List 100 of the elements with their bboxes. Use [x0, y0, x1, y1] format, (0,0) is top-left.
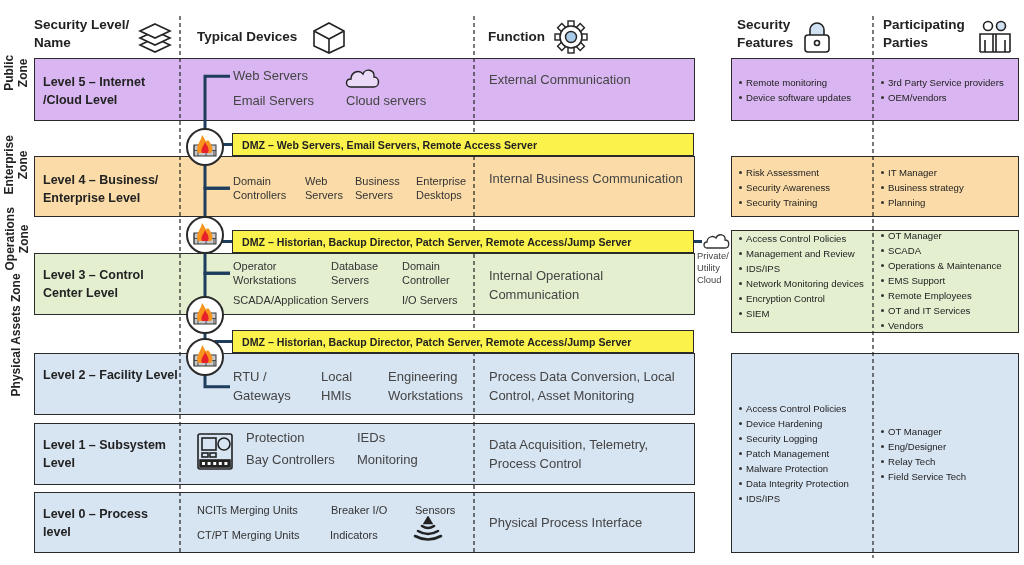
security-panel [731, 353, 1019, 553]
device-label: Engineering Workstations [388, 368, 464, 405]
device-label: Protection [246, 429, 306, 447]
device-label: NCITs Merging Units [197, 503, 299, 518]
device-label: Web Servers [233, 64, 333, 89]
connector-line [694, 240, 702, 243]
feature-item: Malware Protection [738, 461, 872, 476]
security-panel [731, 230, 1019, 333]
party-item: OT Manager [880, 228, 1018, 243]
dmz-bar: DMZ – Web Servers, Email Servers, Remote Access Server [232, 133, 694, 156]
feature-item: IDS/IPS [738, 261, 872, 276]
party-item: Field Service Tech [880, 469, 1018, 484]
level-name: Level 5 – Internet /Cloud Level [43, 74, 147, 110]
device-label: Cloud servers [346, 92, 428, 110]
device-label: Indicators [330, 528, 379, 543]
connector-line [203, 375, 230, 389]
party-item: 3rd Party Service providers [880, 75, 1018, 90]
security-panel [731, 156, 1019, 217]
feature-item: Remote monitoring [738, 75, 872, 90]
column-header: Security Level/ Name [34, 16, 131, 52]
level-band [34, 423, 695, 485]
level-name: Level 0 – Process level [43, 506, 149, 542]
party-item: SCADA [880, 243, 1018, 258]
device-label: Local HMIs [321, 368, 354, 405]
party-item: Vendors [880, 318, 1018, 333]
zone-label: Public Zone [3, 53, 31, 93]
level-band [34, 253, 695, 315]
party-item: Eng/Designer [880, 439, 1018, 454]
function-text: Internal Business Communication [489, 170, 684, 188]
device-label: Web Servers [305, 174, 344, 203]
device-label: Email Servers [233, 92, 315, 110]
column-header: Typical Devices [197, 28, 299, 46]
party-item: Remote Employees [880, 288, 1018, 303]
party-item: Planning [880, 195, 1018, 210]
device-label: I/O Servers [402, 293, 459, 308]
connector-line [203, 271, 230, 297]
level-name: Level 1 – Subsystem Level [43, 437, 167, 473]
level-name: Level 4 – Business/ Enterprise Level [43, 172, 160, 208]
device-label: Sensors [415, 503, 457, 518]
function-text: Process Data Conversion, Local Control, Asset Monitoring [489, 368, 676, 405]
device-label: CT/PT Merging Units [197, 528, 301, 543]
level-band [34, 353, 695, 415]
security-panel [731, 58, 1019, 121]
party-item: EMS Support [880, 273, 1018, 288]
device-label: Operator Workstations [233, 259, 323, 288]
party-item: OT Manager [880, 424, 1018, 439]
party-item: Relay Tech [880, 454, 1018, 469]
feature-item: Access Control Policies [738, 401, 872, 416]
connector-line [222, 143, 232, 146]
feature-item: Risk Assessment [738, 165, 872, 180]
feature-item: Security Training [738, 195, 872, 210]
connector-line [203, 333, 207, 339]
feature-item: Access Control Policies [738, 231, 872, 246]
device-label: SCADA/Application Servers [233, 293, 370, 308]
connector-line [203, 74, 230, 129]
device-label: Enterprise Desktops [416, 174, 468, 203]
level-name: Level 2 – Facility Level [43, 367, 178, 384]
feature-item: Data Integrity Protection [738, 476, 872, 491]
column-header: Function [488, 28, 546, 46]
device-label: Domain Controller [402, 259, 451, 288]
feature-item: Encryption Control [738, 291, 872, 306]
device-label: IEDs [357, 429, 387, 447]
function-text: Physical Process Interface [489, 514, 644, 532]
feature-item: Management and Review [738, 246, 872, 261]
device-label: RTU / Gateways [233, 368, 308, 406]
device-label: Breaker I/O [331, 503, 389, 518]
party-item: OEM/vendors [880, 90, 1018, 105]
level-band [34, 492, 695, 553]
column-header: Security Features [737, 16, 795, 52]
dmz-bar: DMZ – Historian, Backup Director, Patch Server, Remote Access/Jump Server [232, 330, 694, 353]
device-label: Monitoring [357, 451, 419, 469]
function-text: Data Acquisition, Telemetry, Process Control [489, 436, 650, 473]
zone-label: Operations Zone [3, 205, 31, 272]
party-item: IT Manager [880, 165, 1018, 180]
function-text: External Communication [489, 71, 632, 89]
zone-label: Enterprise Zone [3, 134, 31, 197]
device-label: Bay Controllers [246, 451, 336, 469]
level-band [34, 156, 695, 217]
cloud-label: Private/ Utility Cloud [697, 250, 730, 286]
connector-line [214, 340, 232, 343]
party-item: Operations & Maintenance [880, 258, 1018, 273]
dmz-bar: DMZ – Historian, Backup Director, Patch Server, Remote Access/Jump Server [232, 230, 694, 253]
level-band [34, 58, 695, 121]
connector-line [203, 186, 230, 217]
function-text: Internal Operational Communication [489, 267, 605, 304]
feature-item: Security Logging [738, 431, 872, 446]
connector-line [221, 240, 232, 243]
party-item: Business strategy [880, 180, 1018, 195]
feature-item: Patch Management [738, 446, 872, 461]
device-label: Business Servers [355, 174, 401, 203]
device-label: Database Servers [331, 259, 380, 288]
feature-item: Security Awareness [738, 180, 872, 195]
feature-item: SIEM [738, 306, 872, 321]
column-header: Participating Parties [883, 16, 966, 52]
feature-item: Device software updates [738, 90, 872, 105]
feature-item: Device Hardening [738, 416, 872, 431]
level-name: Level 3 – Control Center Level [43, 267, 145, 303]
party-item: OT and IT Services [880, 303, 1018, 318]
feature-item: Network Monitoring devices [738, 276, 872, 291]
device-label: Domain Controllers [233, 174, 301, 203]
